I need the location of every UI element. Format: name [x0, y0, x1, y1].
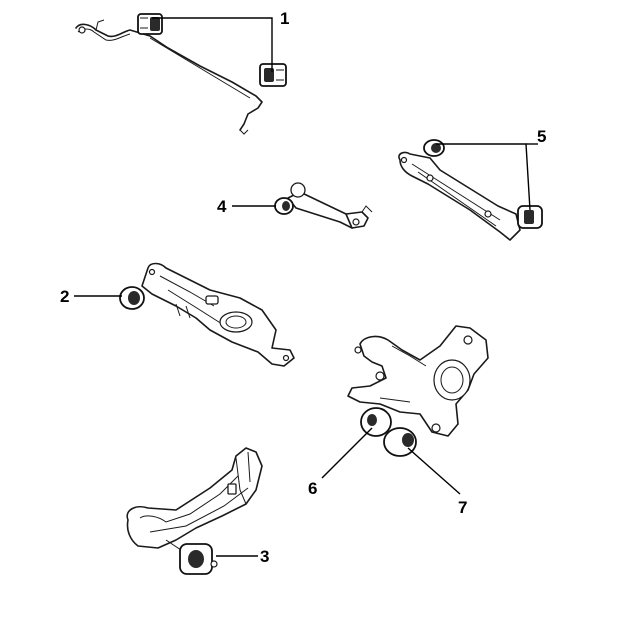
callout-1: 1	[280, 9, 289, 28]
knuckle-bushing-7	[383, 427, 417, 457]
callout-5: 5	[537, 127, 546, 146]
stabilizer-bushing-lower	[259, 63, 287, 87]
trailing-arm	[126, 447, 263, 553]
lower-control-arm	[141, 262, 295, 367]
stabilizer-bushing-upper	[137, 13, 163, 35]
callout-labels: 1 2 3 4 5 6 7	[60, 9, 546, 566]
lower-control-arm-bushing	[119, 286, 145, 310]
trailing-arm-bushing	[179, 543, 218, 575]
lateral-arm-bushing-upper	[423, 139, 445, 157]
callout-3: 3	[260, 547, 269, 566]
lateral-arm-bushing-lower	[517, 205, 543, 229]
leader-lines	[74, 17, 538, 557]
link-rod-bushing	[274, 197, 294, 215]
rear-knuckle	[347, 325, 489, 437]
callout-2: 2	[60, 287, 69, 306]
knuckle-bushing-6	[360, 407, 392, 437]
callout-7: 7	[458, 498, 467, 517]
callout-6: 6	[308, 479, 317, 498]
stabilizer-bar	[75, 19, 263, 135]
link-rod	[287, 182, 373, 229]
lateral-arm	[398, 151, 521, 241]
callout-4: 4	[217, 197, 227, 216]
